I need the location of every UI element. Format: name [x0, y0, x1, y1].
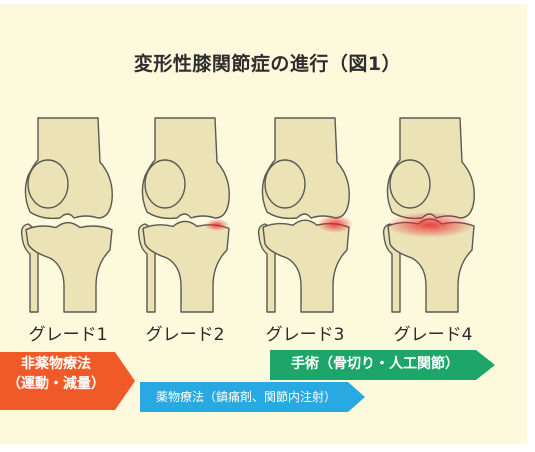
knee-grade-4 [382, 117, 478, 318]
knee-grade-2 [137, 117, 233, 318]
surgery-arrow-shape [270, 350, 495, 380]
grade-label-2: グレード2 [145, 325, 225, 345]
non-drug-therapy-arrow [0, 352, 135, 410]
non-drug-therapy-label: 非薬物療法 [21, 356, 91, 372]
grade-label-3: グレード3 [265, 325, 345, 345]
tibia-bone [262, 219, 350, 313]
tibia-bone [25, 221, 113, 313]
inflammation-glow [205, 219, 229, 231]
non-drug-therapy-detail: （運動・減量） [7, 376, 105, 392]
diagram-title: 変形性膝関節症の進行（図1） [133, 53, 402, 75]
non-drug-therapy-text: 非薬物療法 （運動・減量） [2, 354, 110, 394]
grade-label-4: グレード4 [393, 325, 473, 345]
drug-therapy-arrow [140, 382, 365, 412]
grade-label-1: グレード1 [28, 325, 108, 345]
drug-arrow-shape [140, 382, 365, 412]
patella-bone [144, 159, 186, 209]
patella-bone [389, 159, 431, 209]
knee-grade-3 [257, 117, 353, 318]
patella-bone [27, 159, 69, 209]
inflammation-glow [317, 215, 353, 233]
drug-therapy-label: 薬物療法（鎮痛剤、関節内注射） [155, 390, 336, 404]
knee-grade-1 [20, 117, 116, 318]
surgery-arrow [270, 350, 495, 380]
patella-bone [264, 159, 306, 209]
surgery-label: 手術（骨切り・人工関節） [291, 356, 459, 372]
non-drug-arrow-shape [0, 352, 135, 410]
tibia-bone [142, 220, 230, 313]
inflammation-glow [386, 212, 474, 238]
